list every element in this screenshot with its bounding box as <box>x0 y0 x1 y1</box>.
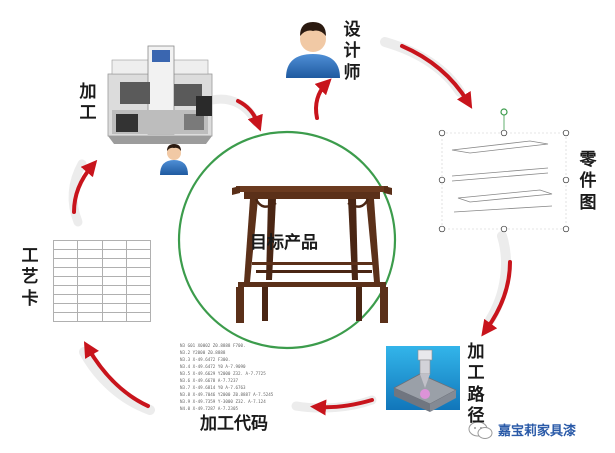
nc-code-line: N3.3 X-49.6472 F300. <box>180 357 231 362</box>
nc-code-line: N3.2 Y2000 Z0.8888 <box>180 350 226 355</box>
nc-code-line: N3.9 X-49.7359 Y-3000 Z32. A-7.124 <box>180 399 266 404</box>
designer-avatar <box>286 22 340 78</box>
part-drawing-label: 零件图 <box>579 150 597 213</box>
watermark-text: 嘉宝莉家具漆 <box>498 423 577 439</box>
center-label: 目标产品 <box>250 233 318 253</box>
nc-code-line: N3.6 X-49.6678 A-7.7237 <box>180 378 238 383</box>
nc-code-label: 加工代码 <box>200 414 268 434</box>
designer-label: 设计师 <box>343 20 361 83</box>
machining-label: 加工 <box>79 82 97 124</box>
toolpath-image <box>386 346 460 412</box>
nc-code-line: N4.0 X-49.7287 A-7.2305 <box>180 406 238 411</box>
arrow-part-to-toolpath <box>481 231 512 337</box>
arrow-designer-up <box>314 78 332 120</box>
arrow-card-to-machining <box>68 159 98 227</box>
watermark: 嘉宝莉家具漆 <box>490 417 576 441</box>
machine-image <box>107 45 213 144</box>
part-drawing-image <box>438 108 570 233</box>
arrow-machining-to-designer <box>207 94 263 132</box>
operator-avatar <box>160 144 188 175</box>
arrow-code-to-card <box>79 341 155 415</box>
nc-code-line: N3 G01 X0002 Z0.8888 F700. <box>180 343 246 348</box>
process-card-label: 工艺卡 <box>21 246 39 309</box>
nc-code-line: N3.4 X-49.6472 Y0 A-7.9090 <box>180 364 246 369</box>
nc-code-line: N3.8 X-49.7046 Y2000 Z0.8887 A-7.5245 <box>180 392 274 397</box>
cycle-arrows <box>68 37 512 416</box>
toolpath-label: 加工路径 <box>467 342 485 426</box>
arrow-designer-to-part <box>380 37 473 109</box>
nc-code-line: N3.7 X-49.6814 Y0 A-7.6763 <box>180 385 246 390</box>
arrow-toolpath-to-code <box>291 395 377 416</box>
process-card-table <box>52 240 152 322</box>
nc-code-line: N3.5 X-49.6629 Y2000 Z32. A-7.7725 <box>180 371 266 376</box>
table-image <box>232 186 392 323</box>
watermark-icon <box>468 421 493 439</box>
